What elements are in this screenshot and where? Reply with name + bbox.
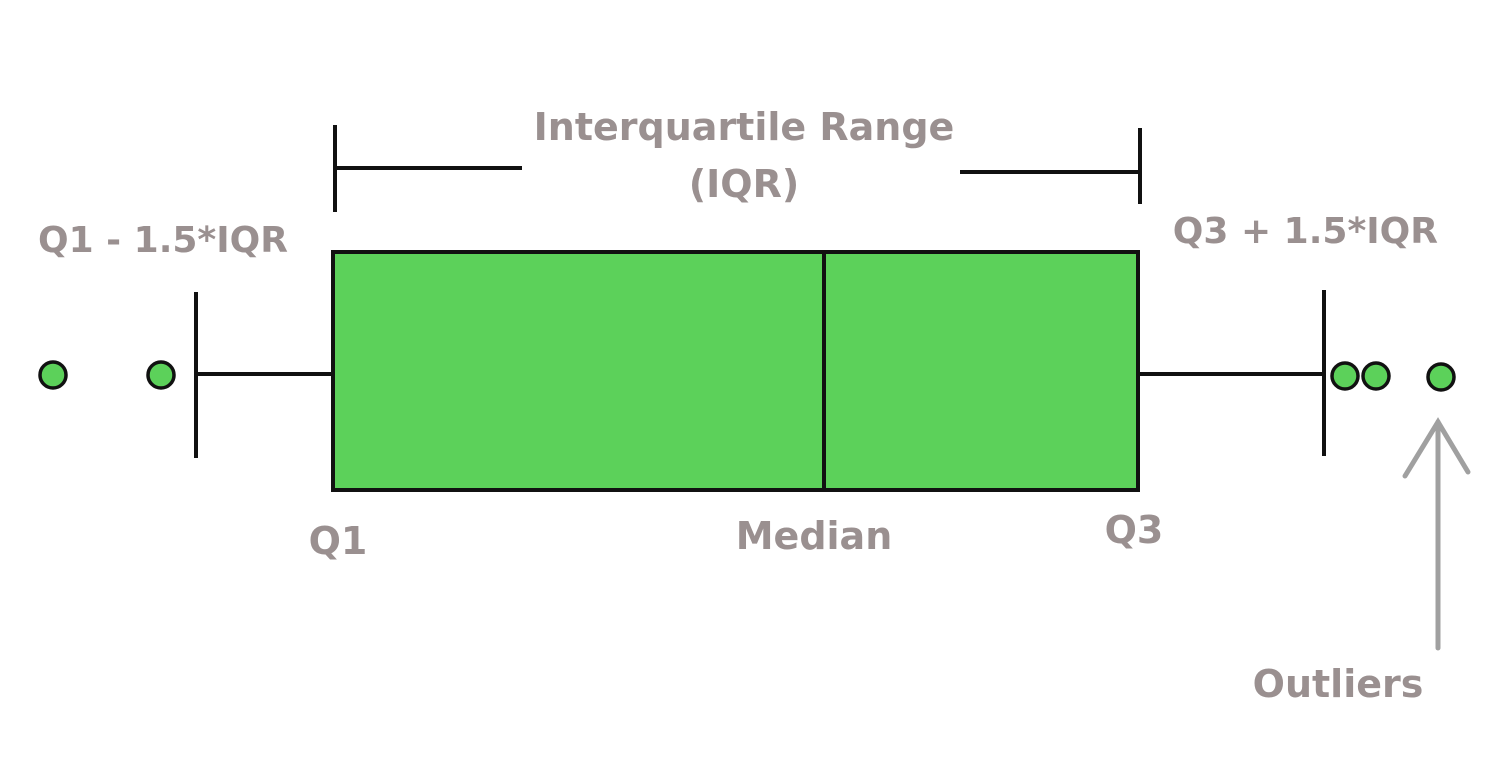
iqr-bracket bbox=[333, 125, 1142, 212]
iqr-box bbox=[331, 250, 1140, 492]
outlier-point-high-2 bbox=[1361, 361, 1391, 391]
outlier-point-low-1 bbox=[38, 360, 68, 390]
upper-fence-label: Q3 + 1.5*IQR bbox=[1173, 211, 1438, 252]
whiskers bbox=[194, 290, 1326, 458]
outlier-point-high-3 bbox=[1426, 362, 1456, 392]
q1-label: Q1 bbox=[309, 519, 368, 563]
median-label: Median bbox=[736, 514, 893, 558]
iqr-title: Interquartile Range bbox=[534, 105, 955, 149]
q3-label: Q3 bbox=[1105, 508, 1164, 552]
outlier-point-low-2 bbox=[146, 360, 176, 390]
outlier-points bbox=[38, 360, 1456, 392]
labels: Interquartile Range (IQR) Q1 - 1.5*IQR Q… bbox=[38, 105, 1438, 706]
lower-fence-label: Q1 - 1.5*IQR bbox=[38, 220, 288, 261]
iqr-subtitle: (IQR) bbox=[689, 162, 799, 206]
outliers-label: Outliers bbox=[1253, 662, 1424, 706]
outlier-point-high-1 bbox=[1330, 361, 1360, 391]
up-arrow-icon bbox=[1402, 417, 1471, 651]
